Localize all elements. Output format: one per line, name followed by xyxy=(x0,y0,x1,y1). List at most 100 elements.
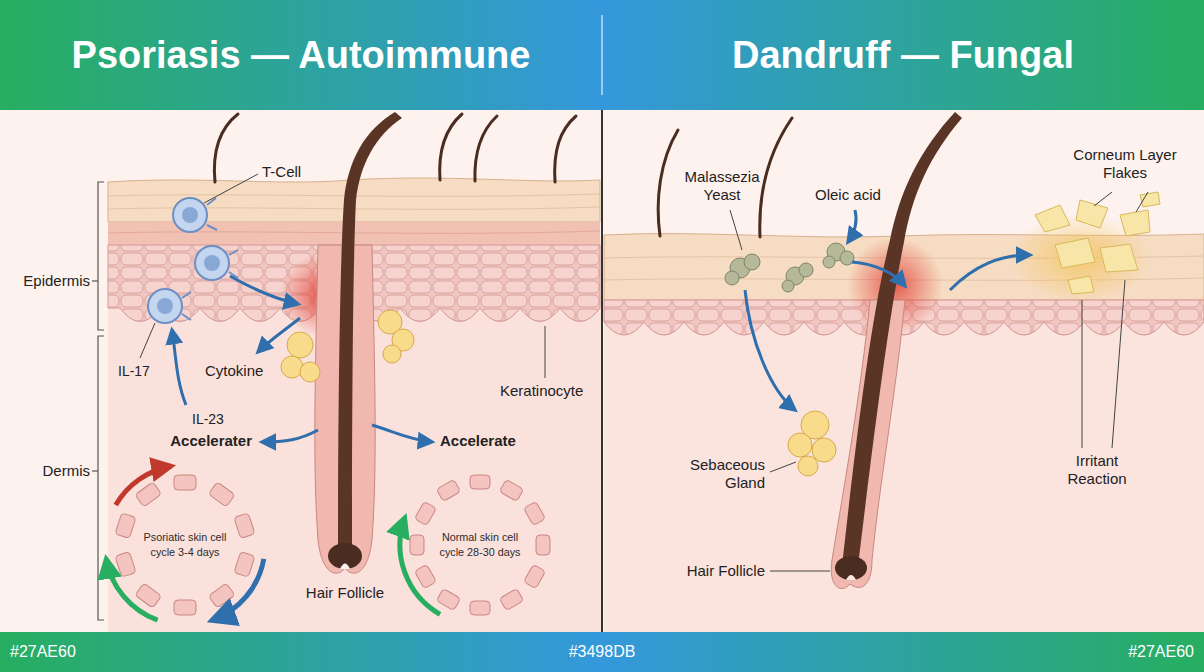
cell-ring xyxy=(470,475,490,489)
signal-arrow xyxy=(950,255,1030,290)
hair-follicle xyxy=(846,575,856,580)
leader-line xyxy=(1136,192,1148,212)
part-label: Hair Follicle xyxy=(687,562,765,580)
skin-flake xyxy=(1100,244,1138,272)
label-anchor: Corneum Layer Flakes xyxy=(1070,146,1180,182)
t-cell xyxy=(229,250,238,255)
skin-section xyxy=(604,300,1204,632)
sebaceous-gland xyxy=(798,456,818,476)
bracket xyxy=(98,182,104,330)
cell-ring xyxy=(115,475,255,615)
hair xyxy=(214,114,238,182)
cell-ring xyxy=(174,600,196,615)
hair xyxy=(555,116,576,182)
yeast-cell xyxy=(782,280,794,292)
footer-ground xyxy=(0,632,1204,672)
cell-ring xyxy=(523,564,545,588)
sebaceous-gland xyxy=(281,356,303,378)
hair xyxy=(658,118,792,237)
sebaceous-gland xyxy=(788,433,812,457)
cell-ring xyxy=(234,552,255,578)
yeast-cell xyxy=(725,243,854,292)
label-anchor: T-Cell xyxy=(262,163,301,181)
leader-line xyxy=(140,174,545,378)
arrow-label: Accelerate xyxy=(440,432,516,450)
skin-flake xyxy=(1068,276,1094,294)
skin-flake xyxy=(1076,200,1108,228)
yeast-cell xyxy=(744,254,760,270)
bracket xyxy=(98,336,104,620)
header-band: Psoriasis — Autoimmune xyxy=(0,0,602,110)
signal-label: IL-23 xyxy=(192,410,224,428)
cell-ring xyxy=(135,583,162,608)
cell-cycle: Psoriatic skin cell cycle 3-4 days xyxy=(133,503,237,587)
header-band: Dandruff — Fungal xyxy=(602,0,1204,110)
hair-follicle xyxy=(338,112,402,556)
bracket xyxy=(92,470,98,471)
hair xyxy=(658,130,678,236)
label-anchor: Hair Follicle xyxy=(687,562,765,580)
bracket xyxy=(92,280,98,281)
cell-ring xyxy=(470,601,490,615)
leader-line xyxy=(204,174,258,203)
hair-follicle xyxy=(340,564,350,570)
t-cell xyxy=(207,225,217,230)
cell-ring xyxy=(414,564,436,588)
sebaceous-gland xyxy=(287,332,313,358)
cell-ring xyxy=(234,513,255,539)
cycle-text: Psoriatic skin cell cycle 3-4 days xyxy=(135,530,235,560)
leader-line xyxy=(730,210,742,250)
sebaceous-gland xyxy=(812,438,836,462)
cell-label: T-Cell xyxy=(262,163,301,181)
hair xyxy=(214,114,576,182)
part-label: Sebaceous Gland xyxy=(670,456,765,492)
organism-label: Malassezia Yeast xyxy=(672,168,772,204)
cycle-arrow xyxy=(212,559,263,620)
layer-label: Dermis xyxy=(43,462,91,480)
part-label: Corneum Layer Flakes xyxy=(1070,146,1180,182)
cell-ring xyxy=(499,588,523,610)
divider xyxy=(601,110,603,632)
hair-follicle xyxy=(315,112,402,573)
label-anchor: Dermis xyxy=(43,462,91,480)
cell-label: Keratinocyte xyxy=(500,382,583,400)
label-anchor: IL-23 xyxy=(192,410,224,428)
cell-ring xyxy=(115,513,136,539)
header-ground xyxy=(601,15,603,95)
cell-ring xyxy=(135,482,162,507)
signal-arrow xyxy=(262,430,318,442)
t-cell xyxy=(182,314,191,320)
cycle-arrow xyxy=(116,466,171,505)
hair-follicle xyxy=(831,112,962,589)
cell-ring xyxy=(410,475,550,615)
t-cell xyxy=(182,207,198,223)
reaction-label: Irritant Reaction xyxy=(1057,452,1137,488)
label-anchor: Epidermis xyxy=(23,272,90,290)
hair-follicle xyxy=(328,543,362,569)
leader-line xyxy=(1082,300,1083,448)
cell-ring xyxy=(115,475,550,615)
arrow-label: Accelerater xyxy=(170,432,252,450)
divider xyxy=(602,110,603,632)
label-anchor: Accelerater xyxy=(170,432,252,450)
leader-line xyxy=(545,326,546,378)
leader-line xyxy=(140,323,155,358)
label-anchor: Keratinocyte xyxy=(500,382,583,400)
color-code: #3498DB xyxy=(569,643,636,661)
cycle-arrow xyxy=(106,466,440,620)
panel-title: Psoriasis — Autoimmune xyxy=(72,34,531,77)
signal-label: IL-17 xyxy=(118,362,150,380)
cell-ring xyxy=(414,501,436,525)
skin-flake xyxy=(1035,205,1070,232)
skin-flake xyxy=(1055,238,1095,268)
cell-ring xyxy=(208,583,235,608)
t-cell xyxy=(195,246,229,280)
cell-ring xyxy=(499,479,523,501)
leader-line xyxy=(1112,280,1125,448)
cell-ring xyxy=(436,588,460,610)
yeast-cell xyxy=(799,263,813,277)
signal-arrow xyxy=(852,262,905,286)
label-anchor: Irritant Reaction xyxy=(1057,452,1137,488)
skin-section xyxy=(108,178,602,632)
yeast-cell xyxy=(823,256,835,268)
